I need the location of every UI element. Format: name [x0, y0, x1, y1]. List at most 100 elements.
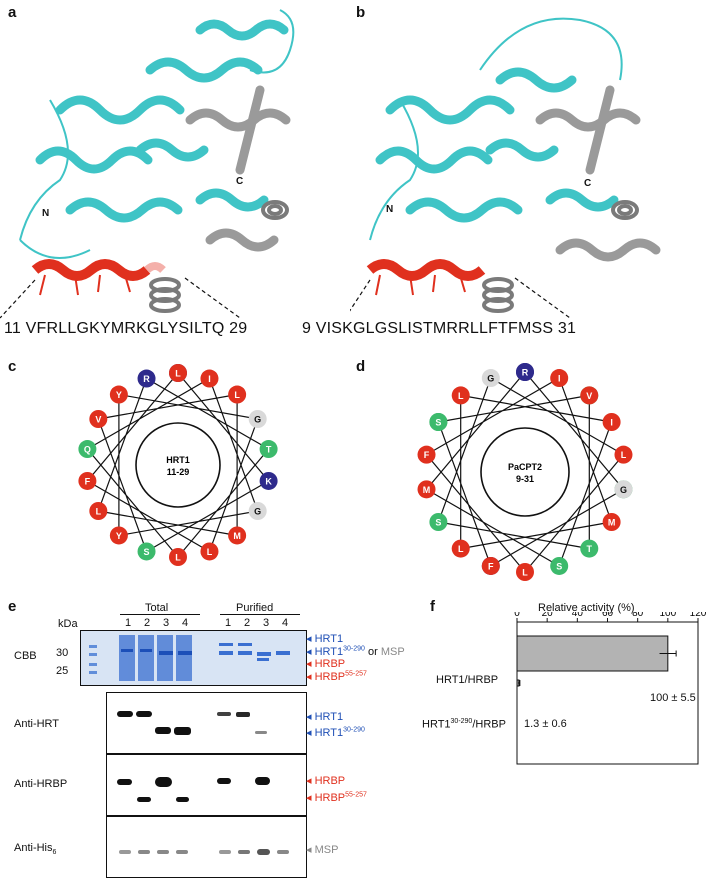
residue-letter: S — [435, 518, 441, 528]
residue-letter: L — [458, 391, 464, 401]
residue-G: G — [248, 410, 267, 428]
residue-circle — [550, 556, 569, 575]
panel-b-structure — [350, 17, 661, 319]
residue-circle — [248, 502, 267, 520]
panel-a-c-term: C — [236, 176, 244, 187]
residue-letter: S — [144, 547, 150, 557]
residue-G: G — [248, 502, 267, 520]
anti-hrbp-blot — [106, 754, 307, 816]
panel-c-label: c — [8, 358, 17, 375]
residue-letter: Q — [84, 445, 91, 455]
residue-circle — [109, 385, 128, 404]
residue-K: K — [259, 471, 278, 490]
bar — [516, 635, 669, 672]
bar-value-hrt1-30-hrbp: 1.3 ± 0.6 — [524, 718, 567, 730]
wheel-hrt1-center — [135, 422, 221, 508]
residue-circle — [602, 513, 621, 531]
lane-purified-1: 1 — [225, 617, 232, 629]
row-label-anti-his-sub: 6 — [52, 849, 57, 857]
total-label: Total — [145, 602, 169, 614]
lane-purified-4: 4 — [282, 617, 289, 629]
marker-cbb-hrt1-30-or-msp: ◂ HRT130-290 or MSP — [306, 645, 405, 658]
residue-I: I — [200, 369, 219, 388]
residue-G: G — [614, 480, 633, 499]
mw-25: 25 — [56, 665, 69, 677]
residue-circle — [614, 480, 633, 499]
residue-circle — [200, 542, 219, 561]
residue-circle — [417, 480, 436, 499]
residue-R: R — [516, 363, 534, 381]
residue-G: G — [481, 369, 500, 388]
bar-label-hrt1-30-hrbp: HRT130-290/HRBP — [422, 718, 506, 731]
wheel-pacpt2-range: 9-31 — [516, 474, 534, 484]
residue-M: M — [417, 480, 436, 499]
bar-label-hrt1-hrbp: HRT1/HRBP — [436, 674, 499, 686]
purified-label: Purified — [236, 602, 274, 614]
residue-circle — [451, 539, 470, 558]
residue-circle — [169, 364, 187, 382]
residue-L: L — [516, 563, 534, 581]
bar-label-2-main: HRT1 — [422, 718, 451, 731]
x-tick-label: 60 — [602, 612, 614, 619]
panel-b-label: b — [356, 4, 366, 21]
marker-cbb-hrt1-30-sup: 30-290 — [343, 645, 365, 653]
residue-L: L — [200, 542, 219, 561]
residue-L: L — [451, 539, 470, 558]
residue-circle — [78, 440, 97, 459]
marker-hrt-hrt1-30: ◂ HRT130-290 — [306, 726, 365, 739]
marker-hrbp-hrbp55-sup: 55-257 — [345, 791, 367, 799]
marker-hrbp-hrbp: ◂ HRBP — [306, 775, 346, 787]
lane-total-4: 4 — [182, 617, 189, 629]
residue-S: S — [550, 556, 569, 575]
residue-S: S — [429, 513, 448, 531]
panel-b-sequence: 9 VISKGLGSLISTMRRLLFTFMSS 31 — [302, 320, 577, 337]
residue-letter: V — [586, 391, 592, 401]
purified-bracket — [220, 614, 300, 615]
marker-cbb-hrt1-30-text: HRT1 — [314, 646, 344, 658]
residue-circle — [78, 471, 97, 490]
residue-letter: L — [175, 553, 181, 563]
bar-label-2-tail: /HRBP — [472, 718, 506, 731]
residue-circle — [248, 410, 267, 428]
residue-R: R — [137, 369, 156, 388]
residue-M: M — [228, 526, 247, 545]
residue-circle — [89, 410, 108, 428]
residue-letter: F — [85, 476, 91, 486]
residue-letter: L — [175, 369, 181, 379]
lane-total-3: 3 — [163, 617, 170, 629]
marker-cbb-hrbp-text: HRBP — [314, 658, 346, 670]
residue-letter: S — [556, 561, 562, 571]
residue-circle — [614, 445, 633, 464]
residue-Y: Y — [109, 526, 128, 545]
marker-cbb-or: or — [364, 646, 381, 658]
marker-his-msp-text: MSP — [314, 844, 339, 856]
residue-circle — [481, 369, 500, 388]
residue-letter: G — [620, 485, 627, 495]
panel-b-c-term: C — [584, 178, 592, 189]
residue-letter: M — [608, 518, 616, 528]
residue-letter: L — [522, 568, 528, 578]
activity-axis-title: Relative activity (%) — [538, 602, 635, 614]
x-tick-label: 40 — [572, 612, 584, 619]
residue-letter: L — [207, 547, 213, 557]
residue-circle — [451, 386, 470, 405]
residue-letter: L — [234, 390, 240, 400]
panel-a-label: a — [8, 4, 17, 21]
row-label-cbb: CBB — [14, 650, 37, 662]
x-tick-label: 120 — [690, 612, 707, 619]
residue-S: S — [429, 413, 448, 431]
residue-F: F — [481, 556, 500, 575]
residue-F: F — [417, 445, 436, 464]
residue-letter: V — [95, 415, 101, 425]
residue-I: I — [550, 369, 569, 388]
residue-S: S — [137, 542, 156, 561]
residue-letter: M — [423, 485, 431, 495]
residue-circle — [89, 502, 108, 520]
anti-his-blot — [106, 816, 307, 878]
residue-circle — [228, 385, 247, 404]
residue-circle — [259, 471, 278, 490]
residue-circle — [137, 369, 156, 388]
residue-letter: Y — [116, 390, 122, 400]
panel-d-label: d — [356, 358, 366, 375]
